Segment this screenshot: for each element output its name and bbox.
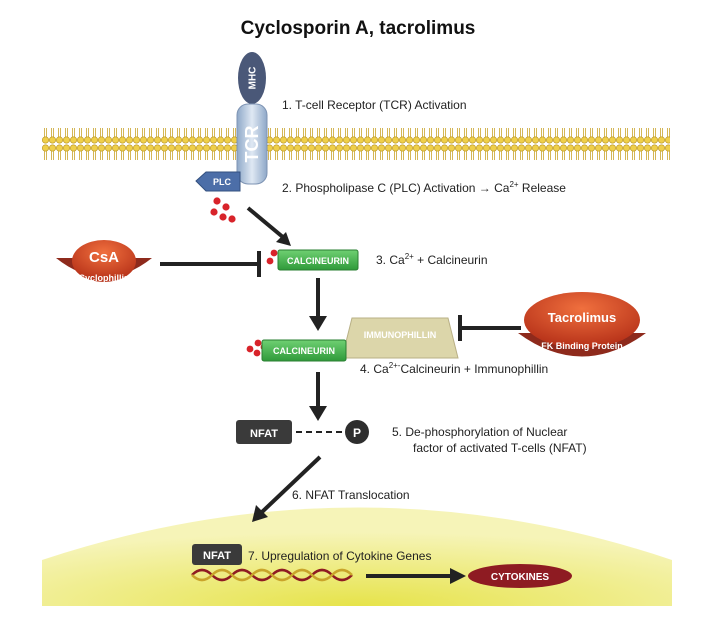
nfat-nuclear-label: NFAT [203,550,231,562]
calcineurin-label-2: CALCINEURIN [273,346,335,356]
cell-membrane [42,128,670,164]
cytokines-ellipse [468,564,572,588]
calcium-dot [266,257,274,265]
csa-label: CsA [89,249,119,266]
calcium-ions-1 [210,197,236,223]
nfat-nuclear-box [192,544,242,565]
arrowhead-nfat [309,406,327,421]
step-2-text: 2. Phospholipase C (PLC) Activation → Ca… [282,180,566,195]
step-6-text: 6. NFAT Translocation [292,488,410,502]
arrowhead-complex [309,316,327,331]
tcr-receptor: TCR [236,103,268,185]
cyclophillin-label: Cyclophillin [78,273,129,283]
step-1-text: 1. T-cell Receptor (TCR) Activation [282,98,467,112]
csa-inhibitor: CsA Cyclophillin [56,240,152,283]
plc-label: PLC [213,177,232,187]
plc-enzyme: PLC [195,171,241,192]
calcineurin-label-1: CALCINEURIN [287,256,349,266]
calcineurin-box-1 [277,249,359,271]
calcium-dot [270,249,278,257]
step-5-text-line2: factor of activated T-cells (NFAT) [413,441,587,455]
arrowhead-cytokines [450,568,466,584]
phosphate-label: P [353,426,361,440]
immunophillin-label: IMMUNOPHILLIN [364,330,437,340]
diagram-title: Cyclosporin A, tacrolimus [240,18,476,39]
tacrolimus-label: Tacrolimus [548,310,616,325]
arrowhead-translocation [252,505,268,522]
step-3-text: 3. Ca2+ + Calcineurin [376,252,488,267]
arrowhead-plc [276,232,291,246]
phosphate-circle [345,420,369,444]
cytokines-label: CYTOKINES [491,572,549,583]
dna-helix [191,568,353,582]
tacrolimus-inhibitor: Tacrolimus FK Binding Protein [518,292,646,357]
nfat-box [236,420,292,444]
step-4-text: 4. Ca2+-Calcineurin + Immunophillin [360,361,548,376]
arrow-plc-to-calcineurin [246,206,286,240]
calcineurin-box-2 [261,339,347,362]
arrow-translocation [260,455,322,514]
fk-binding-protein-label: FK Binding Protein [541,341,623,351]
step-5-text-line1: 5. De-phosphorylation of Nuclear [392,425,567,439]
mhc-label: MHC [248,67,259,90]
mhc-molecule: MHC [238,52,266,104]
step-7-text: 7. Upregulation of Cytokine Genes [248,549,431,563]
tcr-label: TCR [242,126,262,163]
immunophillin-shape [341,317,459,359]
nfat-label: NFAT [250,428,278,440]
